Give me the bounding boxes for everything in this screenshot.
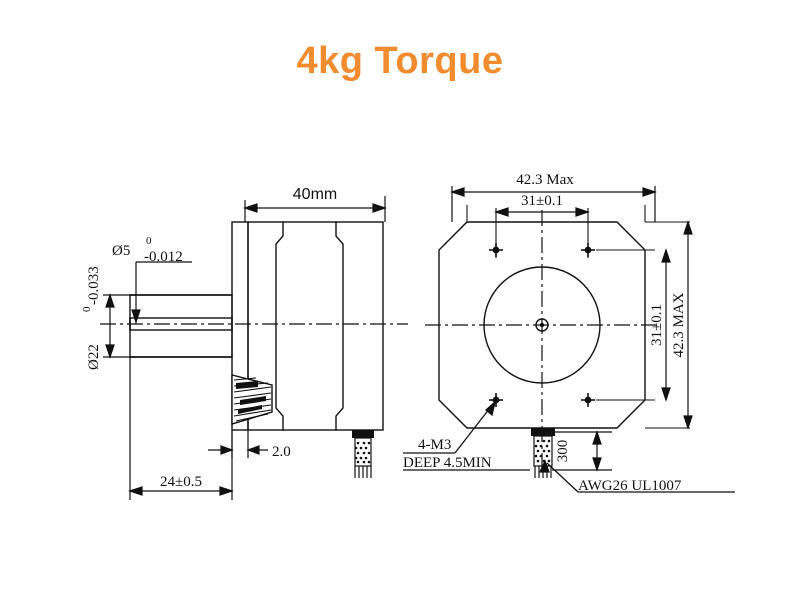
dim-boss-diameter-label: Ø22: [86, 344, 102, 370]
side-view-cable-braid: [354, 441, 371, 464]
dim-width-max-label: 42.3 Max: [516, 172, 574, 188]
front-body-outline: [438, 221, 646, 429]
dim-boss-tol-upper: 0: [81, 306, 93, 312]
side-view-cable: [352, 430, 374, 478]
dim-boss-tol-lower: -0.033: [86, 266, 102, 305]
dim-bolt-circle-horizontal-label: 31±0.1: [521, 193, 563, 209]
dim-bolt-circle-vertical: [661, 248, 671, 402]
dim-height-max-label: 42.3 MAX: [671, 292, 687, 357]
dim-flange-thickness: [208, 430, 268, 458]
side-body-groove-right: [335, 221, 344, 431]
dim-shaft-tol-lower: -0.012: [144, 249, 183, 265]
dim-shaft-length: [128, 357, 234, 500]
dim-width-max: [450, 186, 657, 222]
front-view-centerlines: [425, 210, 660, 470]
mounting-hole-bottom-right: [581, 393, 595, 407]
side-body-groove-left: [275, 221, 284, 431]
dim-flange-thickness-label: 2.0: [272, 444, 291, 460]
page-title: 4kg Torque: [296, 40, 504, 82]
dim-height-max: [683, 220, 693, 430]
dim-lead-length: [552, 430, 612, 472]
dim-40mm-label: 40mm: [293, 186, 337, 203]
side-cut-wedge-shade: [236, 381, 266, 414]
front-view-cable: [531, 428, 555, 478]
mounting-hole-bottom-left: [489, 393, 503, 407]
dim-40mm: [243, 196, 387, 222]
front-bolt-extension-lines: [466, 205, 690, 429]
annotation-mounting-holes-line2: DEEP 4.5MIN: [403, 455, 492, 471]
front-view-cable-braid: [534, 439, 551, 463]
dim-shaft-length-label: 24±0.5: [160, 474, 202, 490]
annotation-mounting-holes-line1: 4-M3: [418, 437, 451, 453]
dim-bolt-circle-horizontal: [494, 207, 590, 217]
dim-shaft-diameter-leader: [131, 261, 192, 324]
dim-shaft-diameter-label: Ø5: [112, 243, 130, 259]
dim-boss-diameter: [103, 293, 136, 359]
annotation-mounting-holes-leader: [403, 400, 530, 471]
annotation-wire-spec-leader: [538, 459, 735, 493]
annotation-wire-spec: AWG26 UL1007: [578, 478, 682, 494]
dim-bolt-circle-vertical-label: 31±0.1: [649, 304, 665, 346]
dim-shaft-tol-upper: 0: [146, 235, 152, 247]
dim-lead-length-label: 300: [555, 440, 571, 463]
side-boss-hub: [129, 294, 233, 358]
